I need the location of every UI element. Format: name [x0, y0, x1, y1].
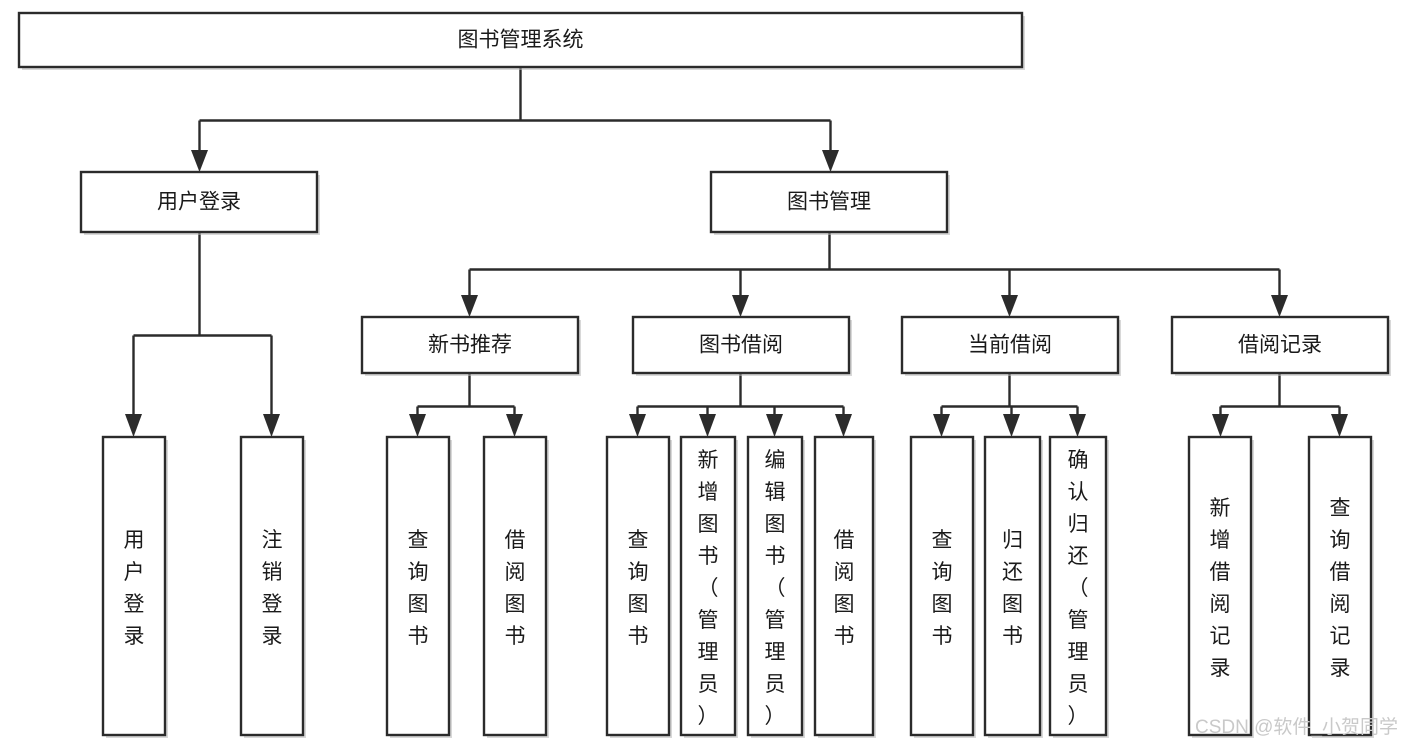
node-leaf-borrow-book-2[interactable]: 借阅图书	[813, 435, 876, 738]
node-rect[interactable]	[746, 435, 804, 737]
node-leaf-query-book-1[interactable]: 查询图书	[385, 435, 452, 738]
node-label: 图书管理系统	[458, 29, 584, 52]
connector-layer	[125, 67, 1348, 437]
node-label: 借阅图书	[505, 529, 526, 648]
arrow-head-leaf-add-book	[699, 414, 716, 437]
arrow-head-leaf-query-book-3	[933, 414, 950, 437]
arrow-head-leaf-add-borrow-record	[1212, 414, 1229, 437]
node-label: 借阅图书	[834, 529, 855, 648]
arrow-head-leaf-borrow-book-2	[835, 414, 852, 437]
node-rect[interactable]	[360, 315, 580, 375]
node-label: 图书管理	[787, 191, 871, 214]
arrow-head-new-book-recommend	[461, 295, 478, 317]
node-user-login[interactable]: 用户登录	[79, 170, 320, 235]
arrow-head-leaf-return-book	[1003, 414, 1020, 437]
node-rect[interactable]	[900, 315, 1120, 375]
arrow-head-leaf-user-logout	[263, 414, 280, 437]
node-label: 新书推荐	[428, 334, 512, 357]
node-leaf-query-book-2[interactable]: 查询图书	[605, 435, 672, 738]
arrow-head-leaf-query-book-1	[409, 414, 426, 437]
nodes-layer: 图书管理系统用户登录图书管理新书推荐图书借阅当前借阅借阅记录用户登录注销登录查询…	[17, 11, 1391, 738]
arrow-head-user-login	[191, 150, 208, 172]
node-label: 当前借阅	[968, 334, 1052, 357]
arrow-head-current-borrow	[1001, 295, 1018, 317]
node-rect[interactable]	[482, 435, 548, 737]
node-rect[interactable]	[385, 435, 451, 737]
node-rect[interactable]	[1048, 435, 1108, 737]
node-label: 查询图书	[408, 529, 429, 648]
node-rect[interactable]	[709, 170, 949, 234]
node-book-manage[interactable]: 图书管理	[709, 170, 950, 235]
node-rect[interactable]	[1170, 315, 1390, 375]
arrow-head-book-borrow	[732, 295, 749, 317]
arrow-head-book-manage	[822, 150, 839, 172]
node-label: 查询借阅记录	[1330, 497, 1351, 680]
node-current-borrow[interactable]: 当前借阅	[900, 315, 1121, 376]
node-leaf-query-borrow-record[interactable]: 查询借阅记录	[1307, 435, 1374, 738]
node-label: 用户登录	[157, 191, 241, 214]
node-label: 编辑图书（管理员）	[765, 449, 786, 728]
node-root[interactable]: 图书管理系统	[17, 11, 1025, 70]
arrow-head-borrow-record	[1271, 295, 1288, 317]
node-leaf-add-borrow-record[interactable]: 新增借阅记录	[1187, 435, 1254, 738]
node-leaf-confirm-return[interactable]: 确认归还（管理员）	[1048, 435, 1109, 738]
node-leaf-return-book[interactable]: 归还图书	[983, 435, 1043, 738]
csdn-watermark: CSDN @软件_小贺同学	[1195, 716, 1398, 738]
node-rect[interactable]	[605, 435, 671, 737]
node-rect[interactable]	[679, 435, 737, 737]
node-rect[interactable]	[101, 435, 167, 737]
node-leaf-user-logout[interactable]: 注销登录	[239, 435, 306, 738]
node-rect[interactable]	[983, 435, 1042, 737]
node-rect[interactable]	[79, 170, 319, 234]
node-label: 用户登录	[124, 529, 145, 648]
node-borrow-record[interactable]: 借阅记录	[1170, 315, 1391, 376]
node-label: 查询图书	[628, 529, 649, 648]
node-rect[interactable]	[909, 435, 975, 737]
arrow-head-leaf-confirm-return	[1069, 414, 1086, 437]
node-label: 确认归还（管理员）	[1068, 449, 1089, 728]
arrow-head-leaf-query-borrow-record	[1331, 414, 1348, 437]
node-rect[interactable]	[1187, 435, 1253, 737]
node-rect[interactable]	[631, 315, 851, 375]
node-label: 新增图书（管理员）	[698, 449, 719, 728]
node-rect[interactable]	[239, 435, 305, 737]
node-rect[interactable]	[1307, 435, 1373, 737]
node-new-book-recommend[interactable]: 新书推荐	[360, 315, 581, 376]
arrow-head-leaf-user-login	[125, 414, 142, 437]
node-label: 借阅记录	[1238, 334, 1322, 357]
node-book-borrow[interactable]: 图书借阅	[631, 315, 852, 376]
node-label: 归还图书	[1002, 529, 1023, 648]
node-leaf-add-book[interactable]: 新增图书（管理员）	[679, 435, 738, 738]
arrow-head-leaf-borrow-book-1	[506, 414, 523, 437]
node-leaf-edit-book[interactable]: 编辑图书（管理员）	[746, 435, 805, 738]
arrow-head-leaf-query-book-2	[629, 414, 646, 437]
node-rect[interactable]	[813, 435, 875, 737]
node-leaf-borrow-book-1[interactable]: 借阅图书	[482, 435, 549, 738]
node-leaf-query-book-3[interactable]: 查询图书	[909, 435, 976, 738]
node-label: 注销登录	[262, 529, 283, 648]
node-label: 查询图书	[932, 529, 953, 648]
node-rect[interactable]	[17, 11, 1024, 69]
node-leaf-user-login[interactable]: 用户登录	[101, 435, 168, 738]
node-label: 图书借阅	[699, 334, 783, 357]
node-label: 新增借阅记录	[1210, 497, 1231, 680]
arrow-head-leaf-edit-book	[766, 414, 783, 437]
